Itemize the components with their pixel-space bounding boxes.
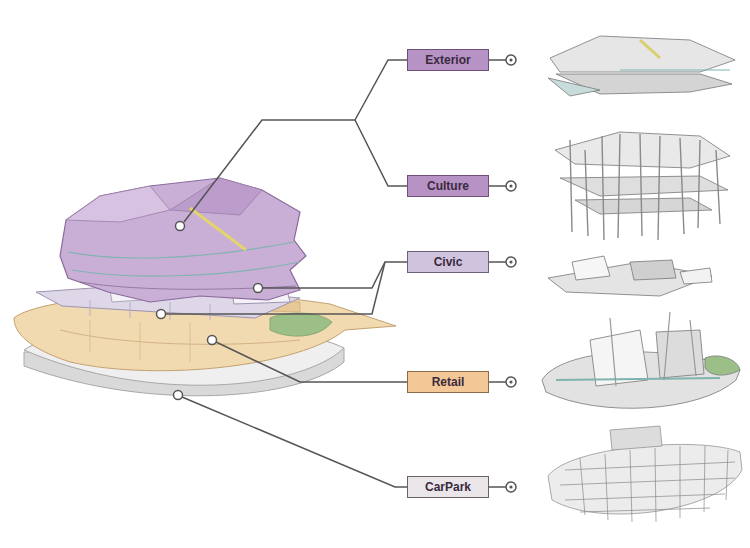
culture-thumbnail <box>555 132 730 240</box>
label-box: Civic <box>407 251 489 273</box>
leader-dots <box>157 55 517 492</box>
label-box: Retail <box>407 371 489 393</box>
civic-thumbnail <box>548 256 712 296</box>
retail-thumbnail <box>542 312 740 408</box>
exterior-thumbnail <box>548 36 735 96</box>
culture-layer <box>60 178 306 302</box>
label-text: Civic <box>434 255 463 269</box>
carpark-thumbnail <box>548 426 742 522</box>
label-box: CarPark <box>407 476 489 498</box>
label-text: Exterior <box>425 53 470 67</box>
label-text: CarPark <box>425 480 471 494</box>
label-box: Culture <box>407 175 489 197</box>
leader-lines <box>165 60 506 487</box>
label-text: Retail <box>432 375 465 389</box>
label-text: Culture <box>427 179 469 193</box>
leader-dots-inner <box>509 58 512 488</box>
label-box: Exterior <box>407 49 489 71</box>
